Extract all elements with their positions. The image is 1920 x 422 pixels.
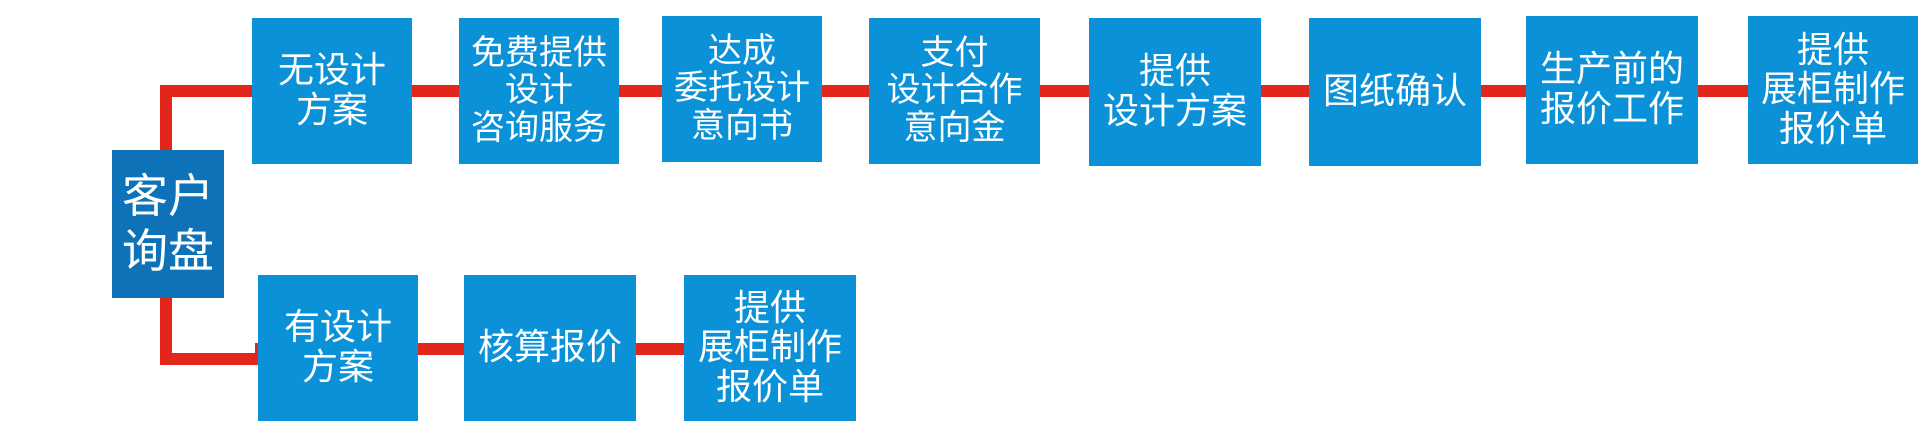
node-drawing-confirm: 图纸确认: [1309, 18, 1481, 166]
node-customer-inquiry: 客户 询盘: [112, 150, 224, 298]
node-pay-design-deposit: 支付 设计合作 意向金: [869, 18, 1040, 164]
connector-start-to-bottom: [160, 353, 260, 365]
node-no-design: 无设计 方案: [252, 18, 412, 164]
node-provide-quote-bottom: 提供 展柜制作 报价单: [684, 275, 856, 421]
node-calc-quote: 核算报价: [464, 275, 636, 421]
node-design-intent-letter: 达成 委托设计 意向书: [662, 16, 822, 162]
node-has-design: 有设计 方案: [258, 275, 418, 421]
node-provide-design: 提供 设计方案: [1089, 18, 1261, 166]
node-provide-quote-top: 提供 展柜制作 报价单: [1748, 16, 1918, 164]
node-preproduction-quote: 生产前的 报价工作: [1526, 16, 1698, 164]
node-free-design-consult: 免费提供 设计 咨询服务: [459, 18, 619, 164]
connector-start-to-top: [160, 85, 255, 97]
